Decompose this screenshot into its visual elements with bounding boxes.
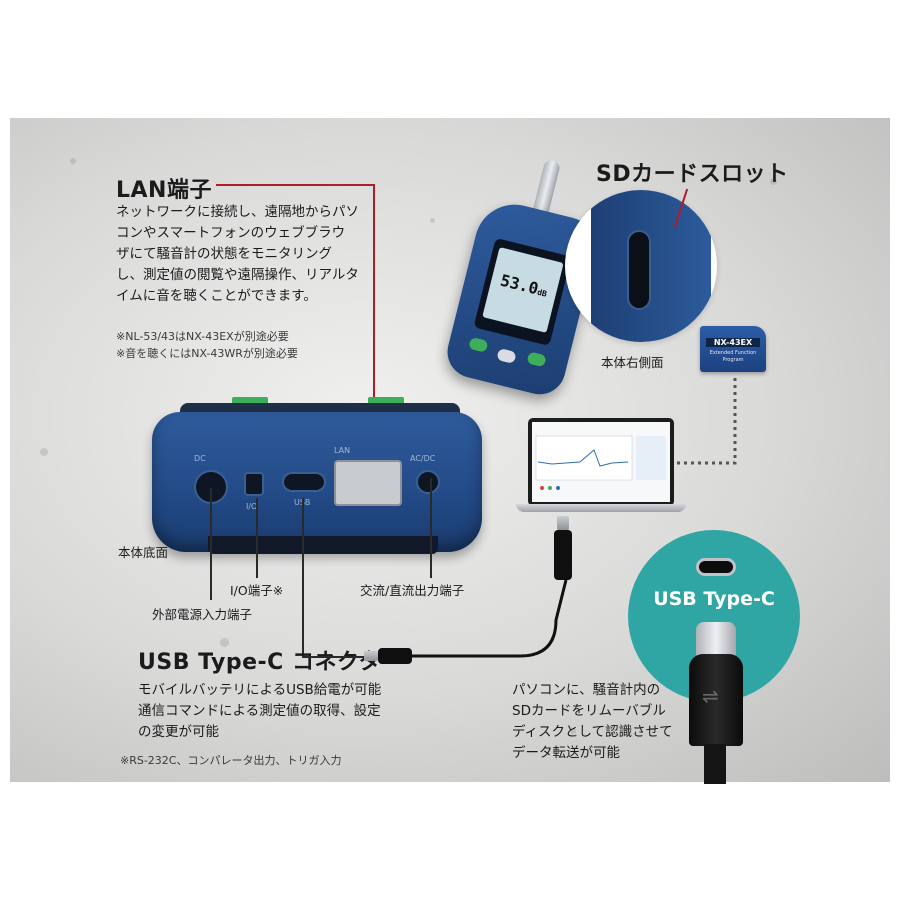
port-label-io: I/O — [246, 502, 258, 511]
cable-connector-laptop — [554, 530, 572, 580]
device-bottom-label: 本体底面 — [118, 545, 169, 560]
sd-title: SDカードスロット — [596, 162, 789, 187]
usb-note: ※RS-232C、コンパレータ出力、トリガ入力 — [120, 754, 342, 767]
pc-line: ディスクとして認識させて — [512, 724, 673, 740]
usb-title: USB Type-C コネクタ — [138, 650, 382, 675]
acdc-callout-label: 交流/直流出力端子 — [360, 583, 465, 598]
lan-notes: ※NL-53/43はNX-43EXが別途必要 ※音を聴くにはNX-43WRが別途… — [116, 328, 298, 362]
acdc-port — [416, 470, 440, 494]
device-side — [591, 190, 711, 342]
usb-icon: ⇌ — [702, 684, 719, 708]
usb-c-port — [282, 472, 326, 492]
sd-card-name: NX-43EX — [706, 338, 760, 347]
io-port — [244, 472, 264, 496]
device-green-tab — [368, 397, 404, 407]
device-base — [208, 536, 438, 554]
usb-c-cable — [704, 744, 726, 784]
usb-c-plug-body — [689, 654, 743, 746]
cable-connector — [378, 648, 412, 664]
lan-line: し、測定値の閲覧や遠隔操作、リアルタ — [116, 267, 359, 283]
sd-card: NX-43EX Extended Function Program — [700, 326, 766, 372]
dc-port — [194, 470, 228, 504]
lan-description: ネットワークに接続し、遠隔地からパソ コンやスマートフォンのウェブブラウ ザにて… — [116, 202, 376, 307]
lan-note: ※NL-53/43はNX-43EXが別途必要 — [116, 330, 289, 343]
sd-slot — [627, 230, 651, 310]
laptop-display — [532, 422, 670, 502]
power-callout-line — [210, 488, 212, 600]
acdc-callout-line — [430, 478, 432, 578]
lan-title-line — [216, 184, 374, 186]
pc-line: パソコンに、騒音計内の — [512, 682, 661, 698]
lan-line: コンやスマートフォンのウェブブラウ — [116, 225, 346, 241]
lan-title: LAN端子 — [116, 178, 212, 203]
io-callout-line — [256, 498, 258, 578]
pc-line: SDカードをリムーバブル — [512, 703, 666, 719]
sd-card-subtitle: Extended Function Program — [709, 350, 757, 363]
io-callout-label: I/O端子※ — [230, 583, 284, 598]
lan-port — [334, 460, 402, 506]
usb-line: モバイルバッテリによるUSB給電が可能 — [138, 682, 382, 698]
pc-description: パソコンに、騒音計内の SDカードをリムーバブル ディスクとして認識させて デー… — [512, 680, 692, 764]
usb-callout-line — [302, 498, 304, 658]
usb-c-label: USB Type-C — [653, 588, 775, 610]
lan-pointer-line — [373, 184, 375, 474]
cable-connector-metal — [364, 651, 378, 661]
usb-title-line — [302, 656, 364, 658]
sd-side-label: 本体右側面 — [601, 355, 664, 370]
usb-description: モバイルバッテリによるUSB給電が可能 通信コマンドによる測定値の取得、設定 の… — [138, 680, 418, 743]
usb-c-plug-metal — [696, 622, 736, 656]
lan-line: ネットワークに接続し、遠隔地からパソ — [116, 204, 359, 220]
laptop-base — [516, 504, 686, 512]
lan-line: ザにて騒音計の状態をモニタリング — [116, 246, 332, 262]
device-green-tab — [232, 397, 268, 407]
lan-note: ※音を聴くにはNX-43WRが別途必要 — [116, 347, 298, 360]
lan-line: イムに音を聴くことができます。 — [116, 288, 317, 304]
laptop-chart — [535, 435, 666, 490]
usb-c-receptacle — [696, 558, 736, 576]
device-bottom: DC I/O USB LAN AC/DC — [152, 412, 482, 552]
cable-metal-laptop — [557, 516, 569, 530]
laptop-screen — [528, 418, 674, 506]
port-label-lan: LAN — [334, 446, 351, 455]
usb-line: 通信コマンドによる測定値の取得、設定 — [138, 703, 381, 719]
sd-slot-closeup — [565, 190, 717, 342]
port-label-acdc: AC/DC — [410, 454, 436, 463]
power-callout-label: 外部電源入力端子 — [152, 607, 253, 622]
port-label-dc: DC — [194, 454, 206, 463]
usb-line: の変更が可能 — [138, 724, 219, 740]
pc-line: データ転送が可能 — [512, 745, 620, 761]
